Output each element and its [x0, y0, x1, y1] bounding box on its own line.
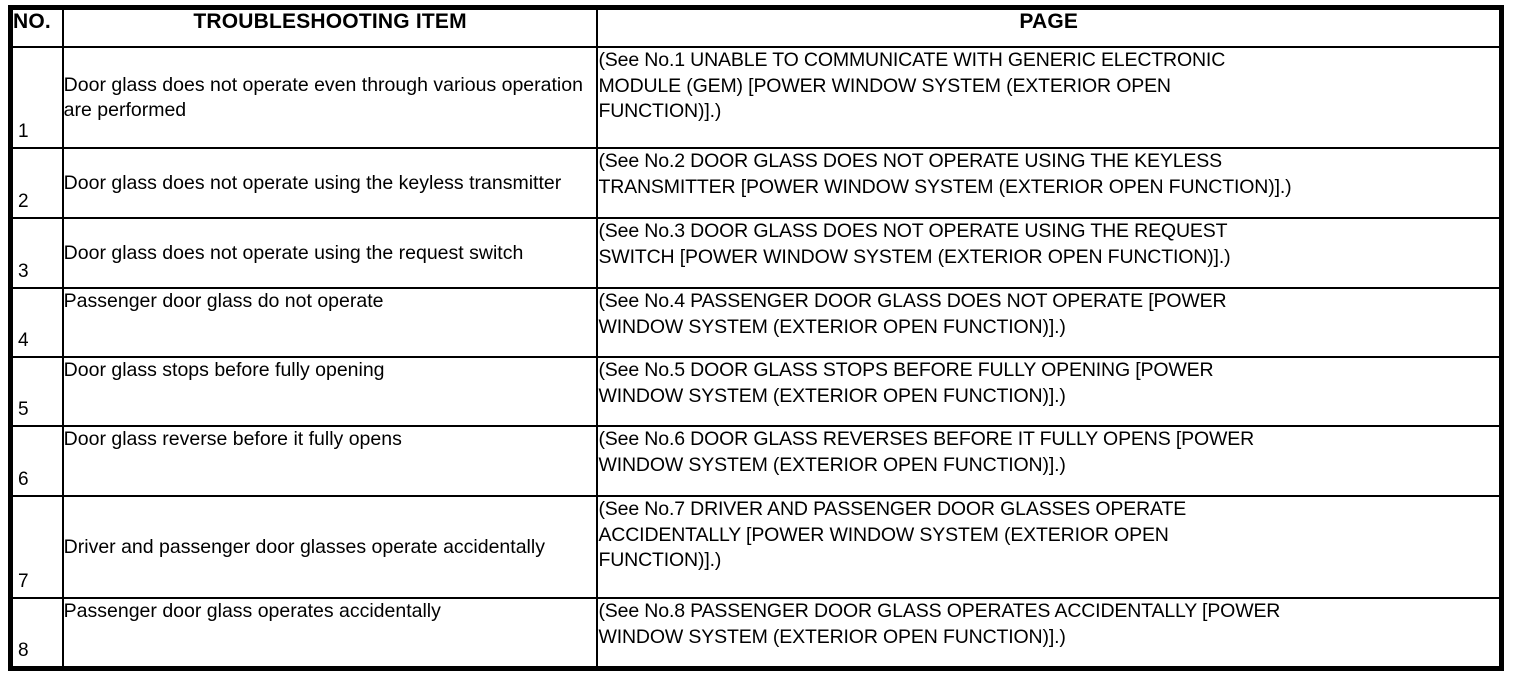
page-line: WINDOW SYSTEM (EXTERIOR OPEN FUNCTION)].…	[598, 315, 1066, 338]
table-row: 6 Door glass reverse before it fully ope…	[9, 425, 1503, 497]
row-number: 4	[18, 330, 29, 351]
item-line: Passenger door glass operates accidental…	[63, 600, 441, 622]
row-item-cell: Door glass reverse before it fully opens	[61, 425, 599, 497]
table-row: 1 Door glass does not operate even throu…	[9, 46, 1503, 149]
row-page-cell: (See No.1 UNABLE TO COMMUNICATE WITH GEN…	[596, 46, 1503, 149]
row-number-cell: 3	[9, 217, 64, 289]
table-row: 4 Passenger door glass do not operate (S…	[9, 287, 1503, 358]
page-line: FUNCTION)].)	[598, 100, 722, 122]
item-line: transmitter	[469, 171, 562, 194]
item-line: Passenger door glass do not operate	[63, 290, 384, 312]
table-row: 8 Passenger door glass operates accident…	[9, 597, 1503, 670]
table-header-row: NO. TROUBLESHOOTING ITEM PAGE	[9, 6, 1503, 48]
row-item-cell: Door glass does not operate even through…	[61, 46, 599, 149]
row-number: 3	[18, 261, 29, 282]
item-line: Door glass does not operate using the re…	[63, 241, 464, 264]
table-row: 7 Driver and passenger door glasses oper…	[9, 495, 1503, 599]
row-item-cell: Door glass does not operate using the re…	[61, 217, 599, 289]
page-line: SWITCH [POWER WINDOW SYSTEM (EXTERIOR OP…	[598, 245, 1231, 268]
page-line: (See No.6 DOOR GLASS REVERSES BEFORE IT …	[598, 428, 1255, 450]
row-number: 2	[18, 191, 29, 212]
page-line: (See No.3 DOOR GLASS DOES NOT OPERATE US…	[598, 220, 1228, 242]
row-number-cell: 5	[9, 356, 64, 427]
table-header: NO. TROUBLESHOOTING ITEM PAGE	[9, 6, 1503, 48]
page-line: (See No.1 UNABLE TO COMMUNICATE WITH GEN…	[598, 49, 1226, 71]
column-header-page: PAGE	[596, 6, 1503, 48]
item-line: Door glass reverse before it fully opens	[63, 428, 402, 450]
row-number-cell: 1	[9, 46, 64, 149]
row-page-cell: (See No.3 DOOR GLASS DOES NOT OPERATE US…	[596, 217, 1503, 289]
row-number: 7	[18, 571, 29, 592]
row-item-cell: Passenger door glass operates accidental…	[61, 597, 599, 670]
row-page-cell: (See No.4 PASSENGER DOOR GLASS DOES NOT …	[596, 287, 1503, 358]
page-line: MODULE (GEM) [POWER WINDOW SYSTEM (EXTER…	[598, 74, 1171, 97]
row-number: 6	[18, 469, 29, 490]
row-number-cell: 4	[9, 287, 64, 358]
item-line: accidentally	[443, 535, 545, 558]
table-row: 3 Door glass does not operate using the …	[9, 217, 1503, 289]
item-line: Door glass does not operate even through	[63, 73, 428, 96]
row-number-cell: 8	[9, 597, 64, 670]
item-line: Door glass stops before fully opening	[63, 359, 385, 381]
row-page-cell: (See No.6 DOOR GLASS REVERSES BEFORE IT …	[596, 425, 1503, 497]
item-line: various operation are performed	[63, 73, 583, 121]
row-number: 5	[18, 399, 29, 420]
page-line: ACCIDENTALLY [POWER WINDOW SYSTEM (EXTER…	[598, 523, 1169, 546]
item-line: Door glass does not operate using the ke…	[63, 171, 464, 194]
table-row: 2 Door glass does not operate using the …	[9, 147, 1503, 219]
row-page-cell: (See No.5 DOOR GLASS STOPS BEFORE FULLY …	[596, 356, 1503, 427]
row-item-cell: Driver and passenger door glasses operat…	[61, 495, 599, 599]
row-number-cell: 6	[9, 425, 64, 497]
page-line: WINDOW SYSTEM (EXTERIOR OPEN FUNCTION)].…	[598, 625, 1066, 648]
column-header-no: NO.	[9, 6, 64, 48]
page-line: (See No.7 DRIVER AND PASSENGER DOOR GLAS…	[598, 498, 1187, 520]
page-line: (See No.4 PASSENGER DOOR GLASS DOES NOT …	[598, 290, 1227, 312]
page-line: WINDOW SYSTEM (EXTERIOR OPEN FUNCTION)].…	[598, 453, 1066, 476]
row-item-cell: Passenger door glass do not operate	[61, 287, 599, 358]
row-item-cell: Door glass does not operate using the ke…	[61, 147, 599, 219]
page-line: (See No.2 DOOR GLASS DOES NOT OPERATE US…	[598, 150, 1222, 172]
row-number: 8	[18, 640, 29, 661]
row-number: 1	[18, 121, 29, 142]
row-page-cell: (See No.8 PASSENGER DOOR GLASS OPERATES …	[596, 597, 1503, 670]
table-body: 1 Door glass does not operate even throu…	[9, 46, 1503, 670]
row-number-cell: 7	[9, 495, 64, 599]
row-page-cell: (See No.2 DOOR GLASS DOES NOT OPERATE US…	[596, 147, 1503, 219]
page-line: WINDOW SYSTEM (EXTERIOR OPEN FUNCTION)].…	[598, 384, 1066, 407]
row-number-cell: 2	[9, 147, 64, 219]
item-line: Driver and passenger door glasses operat…	[63, 535, 438, 558]
row-page-cell: (See No.7 DRIVER AND PASSENGER DOOR GLAS…	[596, 495, 1503, 599]
column-header-troubleshooting-item: TROUBLESHOOTING ITEM	[61, 6, 599, 48]
item-line: switch	[469, 241, 524, 264]
page-line: FUNCTION)].)	[598, 549, 722, 571]
troubleshooting-table: NO. TROUBLESHOOTING ITEM PAGE 1 Door gla…	[8, 5, 1504, 671]
page-line: (See No.8 PASSENGER DOOR GLASS OPERATES …	[598, 600, 1281, 622]
table-row: 5 Door glass stops before fully opening …	[9, 356, 1503, 427]
row-item-cell: Door glass stops before fully opening	[61, 356, 599, 427]
page-line: TRANSMITTER [POWER WINDOW SYSTEM (EXTERI…	[598, 175, 1292, 198]
page-line: (See No.5 DOOR GLASS STOPS BEFORE FULLY …	[598, 359, 1214, 381]
